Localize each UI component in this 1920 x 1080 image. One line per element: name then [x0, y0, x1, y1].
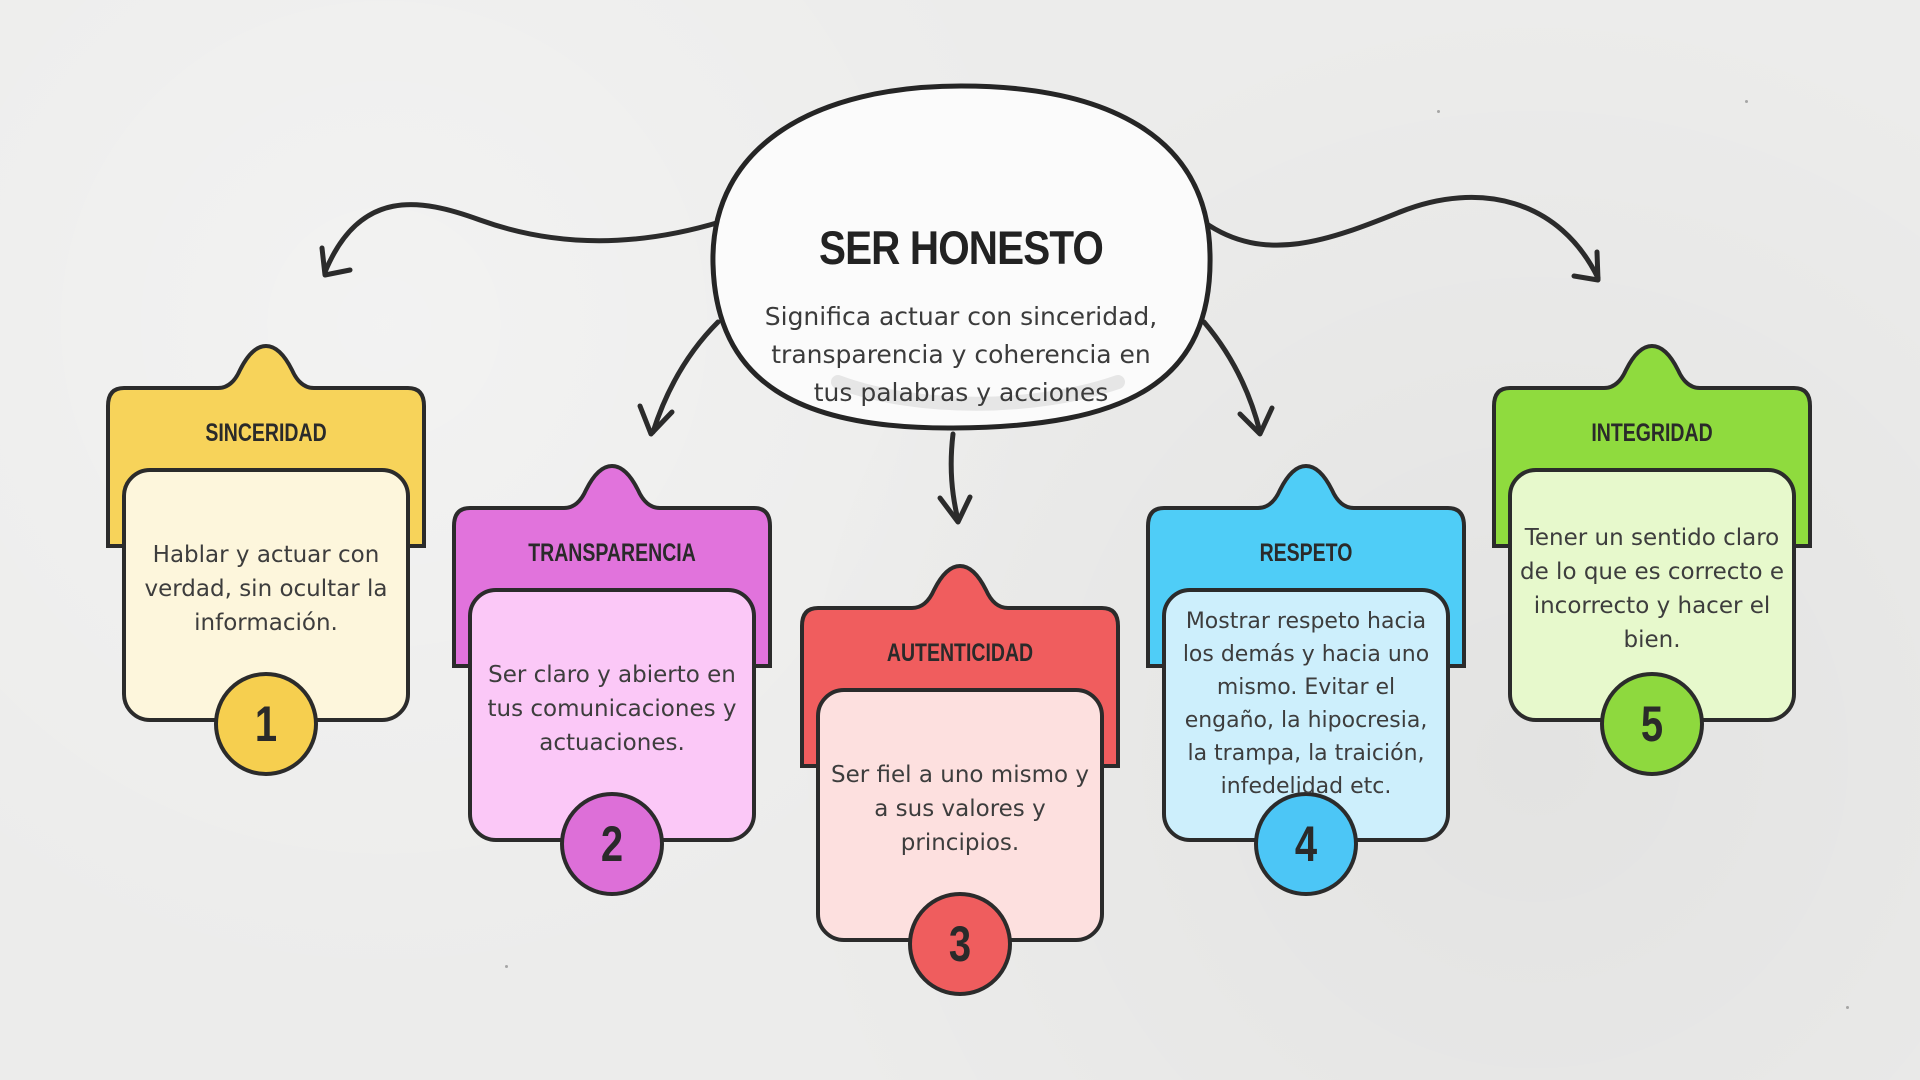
paper-speck — [505, 965, 508, 968]
paper-speck — [1745, 100, 1748, 103]
card-number-badge: 1 — [254, 696, 278, 752]
arrowhead-autenticidad — [937, 494, 973, 525]
card-number-badge: 5 — [1640, 696, 1664, 752]
central-title: SER HONESTO — [818, 221, 1104, 274]
card-text: Hablar y actuar con verdad, sin ocultar … — [144, 542, 388, 636]
card-text: Mostrar respeto hacia los demás y hacia … — [1182, 609, 1430, 799]
arrow-to-integridad — [1201, 194, 1601, 281]
card-title: AUTENTICIDAD — [886, 639, 1034, 667]
arrow-to-autenticidad — [948, 431, 961, 523]
card-respeto: RESPETO Mostrar respeto hacia los demás … — [1144, 463, 1468, 896]
arrowhead-respeto — [1237, 405, 1275, 437]
arrowhead-sinceridad — [319, 245, 353, 278]
paper-speck — [1437, 110, 1440, 113]
arrowhead-transparencia — [637, 403, 675, 437]
arrowhead-integridad — [1571, 249, 1601, 283]
card-shape — [800, 563, 1120, 996]
paper-speck — [1846, 1006, 1849, 1009]
card-shape — [1146, 463, 1466, 896]
card-text: Ser fiel a uno mismo y a sus valores y p… — [831, 762, 1089, 856]
card-title: RESPETO — [1259, 539, 1353, 567]
arrow-to-respeto — [1201, 319, 1263, 435]
card-number-badge: 3 — [948, 916, 972, 972]
card-number-badge: 4 — [1294, 816, 1318, 872]
card-title: SINCERIDAD — [205, 419, 327, 447]
card-sinceridad: SINCERIDAD Hablar y actuar con verdad, s… — [104, 343, 428, 776]
card-title: INTEGRIDAD — [1591, 419, 1713, 447]
card-shape — [452, 463, 772, 896]
central-bubble: SER HONESTO Significa actuar con sinceri… — [708, 82, 1214, 432]
central-bubble-shape — [710, 83, 1213, 431]
card-shape — [1492, 343, 1812, 776]
card-text: Ser claro y abierto en tus comunicacione… — [487, 662, 737, 756]
central-description: Significa actuar con sinceridad, transpa… — [764, 302, 1158, 407]
arrow-to-transparencia — [650, 319, 721, 435]
card-integridad: INTEGRIDAD Tener un sentido claro de lo … — [1490, 343, 1814, 776]
card-text: Tener un sentido claro de lo que es corr… — [1520, 525, 1784, 653]
arrow-to-sinceridad — [322, 202, 723, 275]
card-title: TRANSPARENCIA — [528, 539, 696, 567]
card-transparencia: TRANSPARENCIA Ser claro y abierto en tus… — [450, 463, 774, 896]
card-number-badge: 2 — [600, 816, 624, 872]
card-shape — [106, 343, 426, 776]
card-autenticidad: AUTENTICIDAD Ser fiel a uno mismo y a su… — [798, 563, 1122, 996]
